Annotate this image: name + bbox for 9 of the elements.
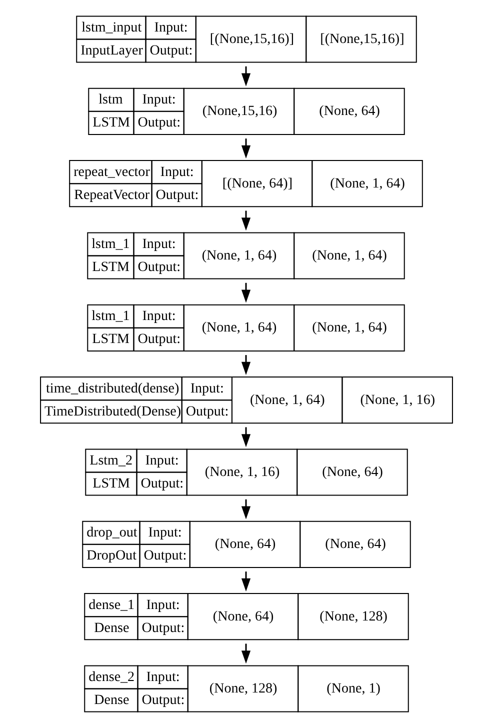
arrow <box>240 210 250 231</box>
arrow <box>240 282 250 303</box>
arrow <box>240 355 250 375</box>
arrow <box>240 644 250 664</box>
arrow <box>240 66 250 86</box>
arrow <box>240 499 250 520</box>
arrow <box>240 572 250 592</box>
arrow <box>240 138 250 158</box>
arrow <box>240 427 250 448</box>
